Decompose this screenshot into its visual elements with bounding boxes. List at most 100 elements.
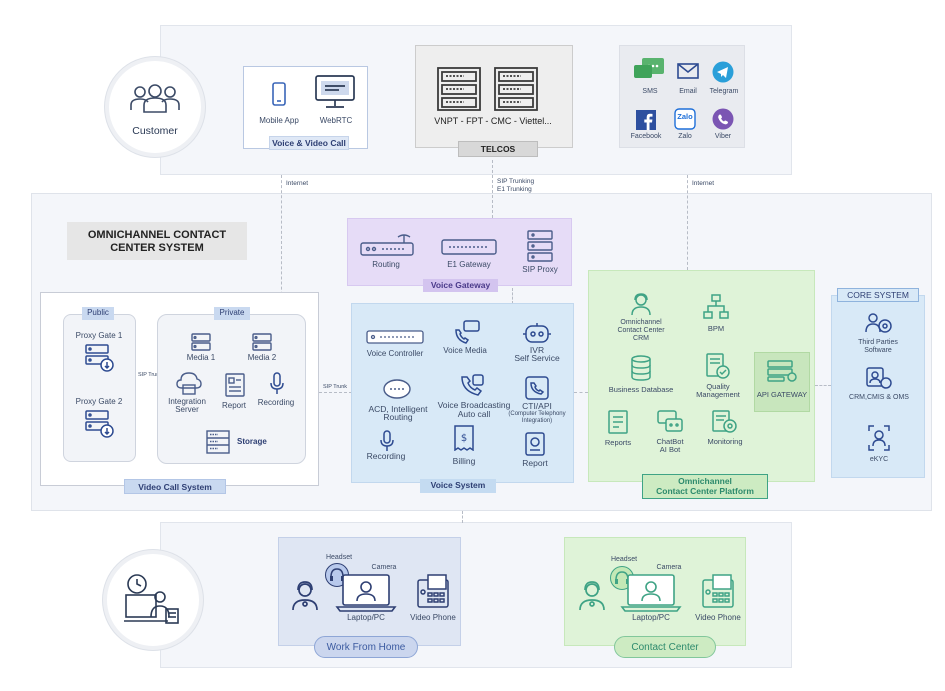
sip-trunking-label: SIP Trunking xyxy=(497,178,535,185)
zalo-inner-mark: Zalo xyxy=(677,112,693,121)
voice-system-title: Voice System xyxy=(420,479,496,493)
bpm-label: BPM xyxy=(707,324,725,333)
voice-gateway-panel xyxy=(347,218,572,286)
telcos-card xyxy=(415,45,573,148)
webrtc-monitor-icon xyxy=(314,74,356,110)
acd-routing-label: Routing xyxy=(383,412,413,422)
e1-gateway-label: E1 Gateway xyxy=(447,260,491,269)
voice-broadcasting-icon xyxy=(459,373,485,399)
integration-label: Integration xyxy=(168,397,206,406)
svg-text:$: $ xyxy=(461,433,467,444)
ekyc-icon xyxy=(868,425,890,451)
private-title: Private xyxy=(214,307,250,320)
monitoring-label: Monitoring xyxy=(707,437,743,446)
chatbot-icon xyxy=(657,410,683,434)
telcos-title: TELCOS xyxy=(458,141,538,157)
routing-icon xyxy=(360,233,414,257)
zalo-label: Zalo xyxy=(678,133,692,140)
server-label: Server xyxy=(175,405,199,414)
agent-desk-clock-icon xyxy=(124,573,180,625)
proxy-gate-2-icon xyxy=(85,410,115,438)
internet-left-line xyxy=(281,175,282,315)
quality-management-icon xyxy=(706,353,730,379)
core-system-title: CORE SYSTEM xyxy=(837,288,919,302)
internet-right-line xyxy=(687,175,688,270)
acd-routing-icon xyxy=(382,378,412,400)
business-database-icon xyxy=(630,355,652,381)
crm-line1: Omnichannel xyxy=(620,319,662,326)
media-1-icon xyxy=(191,333,211,351)
voice-broadcasting-label: Voice Broadcasting xyxy=(437,400,511,410)
platform-core-line xyxy=(815,385,831,386)
wfh-agent-icon xyxy=(291,581,319,611)
wfh-video-phone-label: Video Phone xyxy=(410,613,456,622)
e1-gateway-icon xyxy=(441,238,497,256)
ivr-robot-icon xyxy=(522,322,552,344)
reports-label: Reports xyxy=(604,438,632,447)
cc-headset-label: Headset xyxy=(610,556,638,563)
storage-icon xyxy=(206,430,230,454)
platform-title-line1: Omnichannel xyxy=(678,476,732,486)
cc-video-phone-label: Video Phone xyxy=(695,613,741,622)
wfh-video-phone-icon xyxy=(417,574,449,608)
recording-label-voice: Recording xyxy=(366,451,406,461)
bpm-icon xyxy=(703,294,729,320)
internet-right-label: Internet xyxy=(692,180,715,187)
public-panel xyxy=(63,314,136,462)
quality-line1: Quality xyxy=(706,382,730,391)
proxy-gate-1-label: Proxy Gate 1 xyxy=(75,331,123,340)
recording-mic-icon-private xyxy=(270,372,284,396)
chatbot-label: ChatBot xyxy=(656,437,684,446)
wfh-title-pill xyxy=(314,636,418,658)
cc-agent-icon xyxy=(578,581,606,611)
public-title: Public xyxy=(82,307,114,320)
proxy-gate-2-label: Proxy Gate 2 xyxy=(75,397,123,406)
cc-title-pill xyxy=(614,636,716,658)
recording-mic-icon-voice xyxy=(380,430,394,452)
media-2-icon xyxy=(252,333,272,351)
cti-desc-line2: Integration) xyxy=(521,418,553,424)
sip-proxy-label: SIP Proxy xyxy=(522,265,558,274)
server-rack-icon-1 xyxy=(436,66,482,112)
ivr-label: IVR xyxy=(529,345,545,355)
cti-api-label: CTI/API xyxy=(522,401,552,411)
facebook-icon xyxy=(636,110,656,130)
wfh-title: Work From Home xyxy=(326,642,406,653)
internet-left-label: Internet xyxy=(286,180,309,187)
bottom-link xyxy=(462,511,463,523)
monitoring-icon xyxy=(712,410,738,434)
cti-api-icon xyxy=(525,376,549,400)
zalo-icon xyxy=(674,108,696,130)
cc-title: Contact Center xyxy=(631,642,699,653)
cc-camera-label: Camera xyxy=(656,564,682,571)
telcos-providers: VNPT - FPT - CMC - Viettel... xyxy=(434,116,552,126)
customer-group-icon xyxy=(129,84,181,114)
third-parties-line1: Third Parties xyxy=(858,339,898,346)
third-parties-line2: Software xyxy=(864,347,892,354)
ekyc-label: eKYC xyxy=(869,456,889,463)
business-database-label: Business Database xyxy=(608,385,674,394)
billing-label: Billing xyxy=(452,456,476,466)
report-label-voice: Report xyxy=(522,458,548,468)
wfh-laptop-icon xyxy=(335,573,397,613)
sip-trunk-line-2 xyxy=(319,392,352,393)
platform-title-line2: Contact Center Platform xyxy=(656,486,754,496)
reports-icon xyxy=(608,410,628,434)
crm-line3: CRM xyxy=(633,335,649,342)
platform-title-box xyxy=(642,474,768,499)
e1-trunking-label: E1 Trunking xyxy=(497,186,532,193)
voice-controller-icon xyxy=(366,330,424,344)
webrtc-label: WebRTC xyxy=(319,116,353,125)
system-title-box xyxy=(67,222,247,260)
mobile-app-label: Mobile App xyxy=(259,116,299,125)
crm-cmis-oms-icon xyxy=(866,364,892,390)
sip-trunk-label-1: SIP Trunk xyxy=(138,372,163,378)
report-icon-private xyxy=(225,373,245,397)
wfh-laptop-label: Laptop/PC xyxy=(347,613,385,622)
viber-label: Viber xyxy=(714,133,732,140)
system-title-line1: OMNICHANNEL CONTACT xyxy=(87,229,227,241)
viber-icon xyxy=(712,108,734,130)
voice-gateway-title: Voice Gateway xyxy=(423,279,498,292)
wfh-camera-label: Camera xyxy=(371,564,397,571)
sms-icon xyxy=(633,57,665,81)
